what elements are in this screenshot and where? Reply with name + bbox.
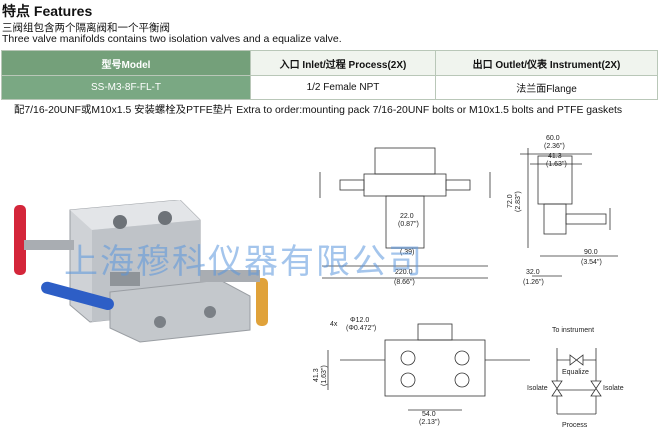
- schematic-isolate-left: Isolate: [527, 385, 548, 392]
- table-row: SS-M3-8F-FL-T 1/2 Female NPT 法兰面Flange: [1, 75, 658, 100]
- dim-900-in: (3.54"): [581, 259, 602, 266]
- dim-600-in: (2.36"): [544, 143, 565, 150]
- dim-540-in: (2.13"): [419, 419, 440, 426]
- schematic-isolate-right: Isolate: [603, 385, 624, 392]
- front-body: [363, 173, 447, 197]
- spec-table: 型号Model 入口 Inlet/过程 Process(2X) 出口 Outle…: [1, 50, 658, 100]
- dim-hole-dia-in: (Φ0.472"): [346, 325, 376, 332]
- dim-hole-dia: Φ12.0: [350, 317, 369, 324]
- mounting-note: 配7/16-20UNF或M10x1.5 安装螺栓及PTFE垫片 Extra to…: [14, 105, 623, 116]
- dim-bottom-413-in: (1.63"): [321, 365, 328, 386]
- header-inlet: 入口 Inlet/过程 Process(2X): [250, 50, 436, 76]
- dim-720: 72.0: [507, 194, 514, 208]
- dim-220: 220.0: [395, 269, 413, 276]
- header-outlet: 出口 Outlet/仪表 Instrument(2X): [435, 50, 658, 76]
- front-top-block: [374, 147, 436, 175]
- dim-320-in: (1.26"): [523, 279, 544, 286]
- dim-600: 60.0: [546, 135, 560, 142]
- dim-22: 22.0: [400, 213, 414, 220]
- schematic-equalize: Equalize: [562, 369, 589, 376]
- dim-413-in: (1.63"): [546, 161, 567, 168]
- dim-22-in: (0.87"): [398, 221, 419, 228]
- dim-413: 41.3: [548, 153, 562, 160]
- dim-720-in: (2.83"): [515, 191, 522, 212]
- dim-540: 54.0: [422, 411, 436, 418]
- header-model: 型号Model: [1, 50, 251, 76]
- schematic-process: Process: [562, 422, 588, 429]
- schematic-to-instrument: To instrument: [552, 327, 594, 334]
- cell-outlet: 法兰面Flange: [435, 75, 658, 100]
- dimension-drawings: 22.0 (0.87") (.39) 220.0 (8.66") 60.0 (2…: [313, 135, 624, 429]
- features-title: 特点 Features: [2, 3, 93, 19]
- cell-model: SS-M3-8F-FL-T: [1, 75, 251, 100]
- dim-320: 32.0: [526, 269, 540, 276]
- features-line-en: Three valve manifolds contains two isola…: [2, 33, 342, 45]
- watermark-text: 上海穆科仪器有限公司: [64, 242, 424, 282]
- product-photo: [14, 200, 268, 343]
- cell-inlet: 1/2 Female NPT: [250, 75, 436, 100]
- dim-900: 90.0: [584, 249, 598, 256]
- spec-header-row: 型号Model 入口 Inlet/过程 Process(2X) 出口 Outle…: [1, 50, 658, 76]
- features-line-cn: 三阀组包含两个隔离阀和一个平衡阀: [2, 22, 170, 34]
- dim-hole-count: 4x: [330, 321, 338, 328]
- dim-39: (.39): [400, 249, 414, 256]
- dim-220-in: (8.66"): [394, 279, 415, 286]
- dim-bottom-413: 41.3: [313, 368, 320, 382]
